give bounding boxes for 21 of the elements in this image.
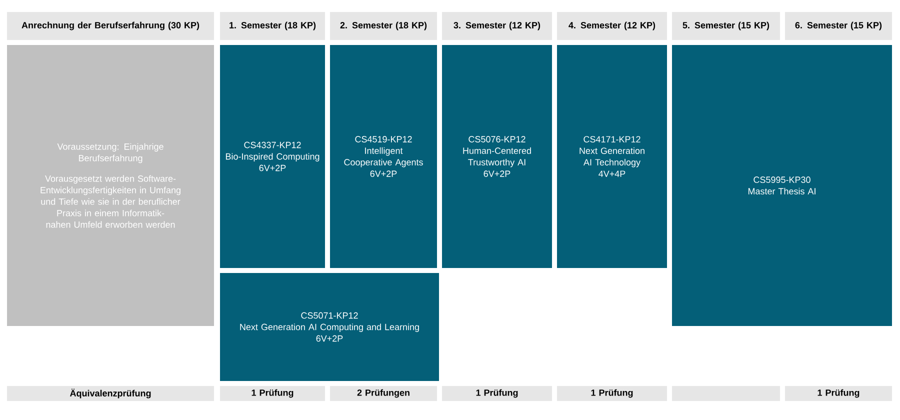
- semester-header: 2. Semester (18 KP): [330, 12, 437, 40]
- exam-cell: 1 Prüfung: [785, 386, 892, 401]
- semester-header: 1. Semester (18 KP): [220, 12, 325, 40]
- exam-cell: Äquivalenzprüfung: [7, 386, 214, 401]
- module-box: CS4337-KP12 Bio-Inspired Computing 6V+2P: [220, 45, 325, 268]
- prerequisite-box: Voraussetzung: Einjahrige Berufserfahrung Vorausgesetzt werden Software-Entwicklungsfertigkeiten in Umfang und Tiefe wie sie in der beruflicher Praxis in einem Informatik-nahen Umfeld erworben werden: [7, 45, 214, 326]
- semester-header: 5. Semester (15 KP): [672, 12, 780, 40]
- module-box: CS4171-KP12 Next Generation AI Technology 4V+4P: [557, 45, 667, 268]
- module-box: CS5076-KP12 Human-Centered Trustworthy AI 6V+2P: [442, 45, 552, 268]
- module-box: CS5995-KP30 Master Thesis AI: [672, 45, 892, 326]
- semester-header: Anrechnung der Berufserfahrung (30 KP): [7, 12, 214, 40]
- empty-exam-cell: [672, 386, 780, 401]
- exam-cell: 1 Prüfung: [557, 386, 667, 401]
- exam-cell: 1 Prüfung: [220, 386, 325, 401]
- exam-cell: 1 Prüfung: [442, 386, 552, 401]
- semester-header: 6. Semester (15 KP): [785, 12, 892, 40]
- module-box: CS4519-KP12 Intelligent Cooperative Agents 6V+2P: [330, 45, 437, 268]
- semester-header: 3. Semester (12 KP): [442, 12, 552, 40]
- semester-header: 4. Semester (12 KP): [557, 12, 667, 40]
- module-box: CS5071-KP12 Next Generation AI Computing and Learning 6V+2P: [220, 273, 439, 381]
- exam-cell: 2 Prüfungen: [330, 386, 437, 401]
